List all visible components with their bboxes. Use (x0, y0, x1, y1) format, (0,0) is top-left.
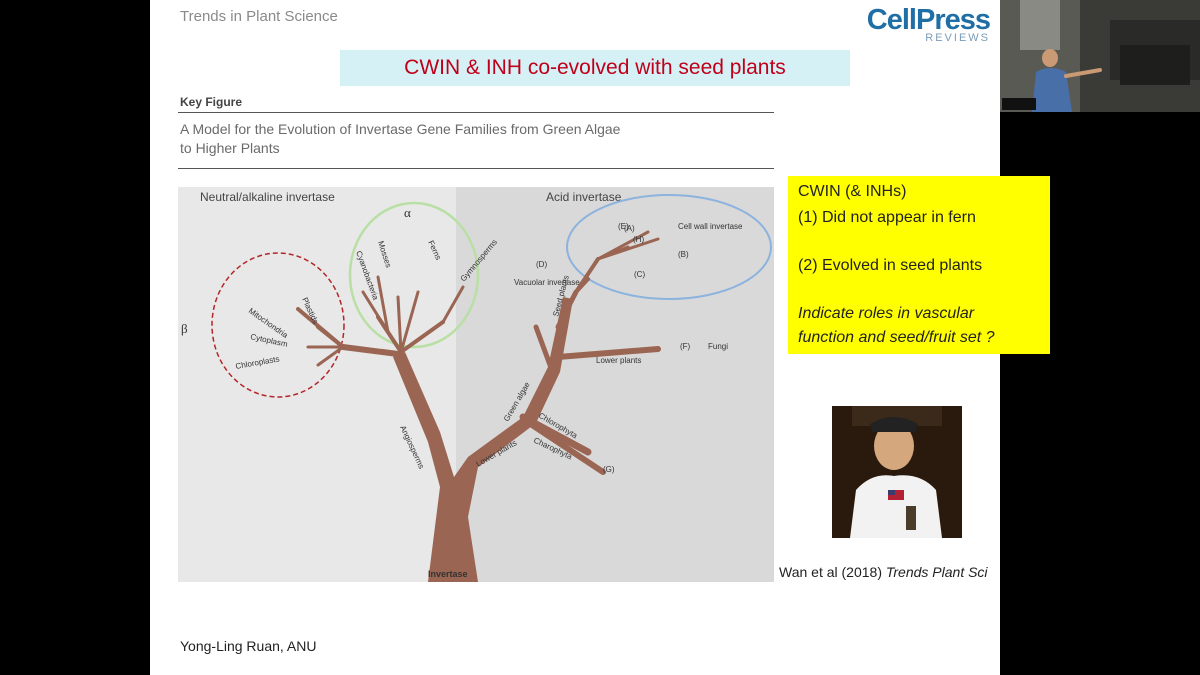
figure-right-panel (456, 187, 774, 582)
highlight-note-box: CWIN (& INHs) (1) Did not appear in fern… (788, 176, 1050, 354)
citation-text: Wan et al (2018) (779, 564, 886, 580)
marker-h: (H) (633, 235, 644, 244)
cellpress-logo: CellPress REVIEWS (840, 4, 991, 44)
note-point-1: (1) Did not appear in fern (798, 209, 976, 226)
tree-trunk (393, 297, 573, 582)
citation-journal: Trends Plant Sci (885, 564, 988, 580)
left-heading: Neutral/alkaline invertase (200, 190, 335, 204)
figure-caption: A Model for the Evolution of Invertase G… (180, 120, 780, 158)
label-vacuolar-invertase: Vacuolar invertase (514, 278, 580, 287)
beta-symbol: β (181, 321, 188, 336)
note-roles-line-1: Indicate roles in vascular (798, 305, 975, 322)
presentation-slide: Trends in Plant Science CellPress REVIEW… (150, 0, 1050, 675)
trunk-label: Invertase (428, 569, 468, 579)
alpha-group-ellipse (348, 201, 480, 349)
note-heading: CWIN (& INHs) (798, 183, 907, 200)
slide-title: CWIN & INH co-evolved with seed plants (340, 50, 850, 86)
alpha-symbol: α (404, 205, 411, 220)
caption-line-1: A Model for the Evolution of Invertase G… (180, 121, 621, 137)
divider-bottom (178, 168, 774, 169)
label-cell-wall-invertase: Cell wall invertase (678, 222, 743, 231)
marker-a: (A) (624, 224, 635, 233)
key-figure-label: Key Figure (180, 95, 243, 109)
note-roles-line-2: function and seed/fruit set ? (798, 329, 995, 346)
journal-name: Trends in Plant Science (180, 8, 338, 25)
author-photo (832, 406, 962, 538)
evolution-tree-figure: Neutral/alkaline invertase Acid invertas… (178, 187, 774, 582)
marker-b: (B) (678, 250, 689, 259)
logo-main-text: CellPress (866, 4, 991, 36)
beta-group-ellipse (211, 252, 345, 398)
right-heading: Acid invertase (546, 190, 622, 204)
cwin-group-ellipse (566, 194, 772, 300)
divider-top (178, 112, 774, 113)
webcam-scene (1000, 0, 1200, 112)
tree-branches (296, 230, 661, 475)
marker-d: (D) (536, 260, 547, 269)
citation: Wan et al (2018) Trends Plant Sci (779, 564, 988, 580)
label-fungi: Fungi (708, 342, 728, 351)
logo-sub-text: REVIEWS (925, 32, 990, 44)
label-lower-plants-right: Lower plants (596, 356, 641, 365)
slide-author: Yong-Ling Ruan, ANU (180, 638, 317, 654)
marker-f: (F) (680, 342, 691, 351)
marker-e: (E) (618, 222, 629, 231)
caption-line-2: to Higher Plants (180, 140, 280, 156)
webcam-video-thumbnail[interactable] (1000, 0, 1200, 112)
note-point-2: (2) Evolved in seed plants (798, 257, 983, 274)
marker-c: (C) (634, 270, 645, 279)
marker-g: (G) (603, 465, 615, 474)
